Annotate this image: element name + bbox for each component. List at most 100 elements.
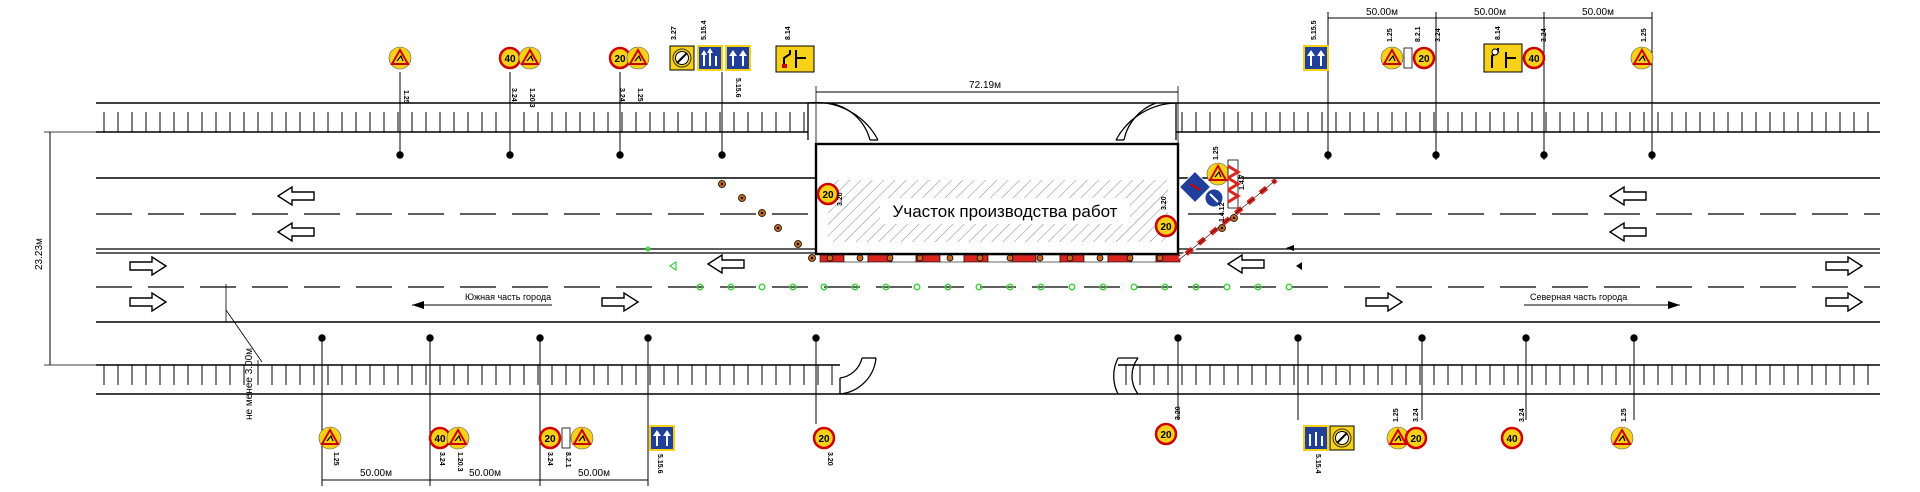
- temporary-marker: [758, 283, 766, 291]
- speed-limit-sign-40: 40: [498, 46, 522, 70]
- barrier-segment: [1083, 254, 1109, 263]
- temporary-marker: [882, 283, 890, 291]
- barrier-lamp: [1096, 254, 1104, 262]
- sign-code: 5.15.4: [1314, 454, 1321, 474]
- pass-obstacle-sign-icon: [1178, 170, 1212, 204]
- speed-value: 40: [1528, 54, 1540, 65]
- lane-arrow-left: [1609, 222, 1647, 242]
- speed-limit-sign-20: 20: [538, 426, 562, 450]
- temporary-marker: [1223, 283, 1231, 291]
- road-works-sign-icon: [1206, 162, 1230, 186]
- sign-code: 3.24: [510, 88, 517, 102]
- work-length-label: 72.19м: [969, 80, 1001, 91]
- speed-value: 20: [1410, 434, 1422, 445]
- lane-arrow-right: [129, 292, 167, 312]
- lane-direction-sign-icon: [1303, 425, 1329, 451]
- speed-value: 20: [1418, 54, 1430, 65]
- speed-limit-sign-40: 40: [428, 426, 452, 450]
- speed-limit-sign-40: 40: [1500, 426, 1524, 450]
- bottom-left-dim-3: 50.00м: [578, 468, 610, 479]
- sign-code: 1.4.12: [1219, 202, 1226, 222]
- sign-pole: [1294, 334, 1302, 342]
- barrier-lamp: [886, 254, 894, 262]
- work-zone-label: Участок производства работ: [893, 202, 1118, 221]
- temporary-marker: [1099, 283, 1107, 291]
- speed-limit-sign-20: 20: [816, 182, 840, 206]
- dim-work-length: 72.19м: [815, 80, 1179, 144]
- sign-code: 1.25: [1393, 408, 1400, 422]
- speed-limit-sign-20: 20: [812, 426, 836, 450]
- sign-pole: [1540, 151, 1548, 159]
- sign-pole: [1648, 151, 1656, 159]
- direction-north: Северная часть города: [1524, 292, 1680, 309]
- road-works-sign-icon: [1380, 46, 1404, 70]
- bottom-left-dim-2: 50.00м: [469, 468, 501, 479]
- sign-code: 1.25: [1641, 28, 1648, 42]
- speed-value: 20: [822, 190, 834, 201]
- sign-code: 3.24: [1413, 408, 1420, 422]
- detour-scheme-sign-icon: [1483, 43, 1523, 73]
- cone: [774, 224, 782, 232]
- speed-limit-sign-20: 20: [1154, 214, 1178, 238]
- barrier-lamp: [1036, 254, 1044, 262]
- barrier-diagonal: [1178, 178, 1278, 261]
- bottom-left-dim-1: 50.00м: [360, 468, 392, 479]
- temporary-marker: [1037, 283, 1045, 291]
- sign-code: 3.20: [1161, 196, 1168, 210]
- barrier-lamp: [946, 254, 954, 262]
- barrier-segment: [891, 254, 917, 263]
- speed-value: 20: [614, 54, 626, 65]
- sign-group-bottom-left: 1.25 40 3.24 1.20.3 20 3.24 8.2.1 5.15.6…: [318, 425, 836, 474]
- sign-code: 1.20.3: [528, 88, 535, 108]
- sidewalk-bottom-ticks: [103, 365, 1869, 385]
- temporary-marker: [1006, 283, 1014, 291]
- sign-code: 1.25: [636, 88, 643, 102]
- temporary-marker: [975, 283, 983, 291]
- road-works-sign-icon: [1630, 46, 1654, 70]
- green-triangle-marker: [668, 260, 677, 272]
- road-width-label: 23.23м: [34, 238, 45, 270]
- min-distance-label: не менее 3.00м: [244, 348, 255, 420]
- sign-pole: [812, 334, 820, 342]
- barrier-segment: [843, 254, 869, 263]
- barrier-lamp: [856, 254, 864, 262]
- speed-value: 20: [1160, 222, 1172, 233]
- road-works-sign-icon: [570, 426, 594, 450]
- barrier-segment: [1131, 254, 1157, 263]
- lane-arrow-left: [707, 254, 745, 274]
- south-label: Южная часть города: [465, 292, 551, 302]
- temporary-marker: [913, 283, 921, 291]
- sign-code: 3.24: [546, 452, 553, 466]
- cone: [718, 180, 726, 188]
- black-triangle-marker: [1296, 262, 1302, 270]
- barrier-lamp: [1066, 254, 1074, 262]
- speed-limit-sign-20: 20: [608, 46, 632, 70]
- sign-code: 1.4.7: [1239, 174, 1246, 190]
- sign-pole: [644, 334, 652, 342]
- sign-code: 3.24: [1435, 28, 1442, 42]
- curb-bottom-right: [1113, 357, 1139, 395]
- green-point: [645, 246, 651, 252]
- barrier-lamp: [976, 254, 984, 262]
- speed-limit-sign-20: 20: [1404, 426, 1428, 450]
- work-zone: Участок производства работ: [814, 142, 1180, 256]
- speed-limit-sign-20: 20: [1412, 46, 1436, 70]
- temporary-marker: [1254, 283, 1262, 291]
- distance-plate-icon: [1403, 47, 1413, 69]
- sign-code: 3.20: [1175, 406, 1182, 420]
- curb-top-left: [807, 101, 879, 141]
- sign-pole: [1174, 334, 1182, 342]
- temporary-marker: [1161, 283, 1169, 291]
- lane-end-sign-icon: [1303, 45, 1329, 71]
- sign-pole: [616, 151, 624, 159]
- barrier-lamp: [1156, 254, 1164, 262]
- curb-bottom-left: [839, 357, 877, 395]
- temporary-marker: [944, 283, 952, 291]
- lane-end-sign-icon: [725, 45, 751, 71]
- lane-arrow-right: [601, 292, 639, 312]
- lane-arrow-right: [1825, 256, 1863, 276]
- cone: [758, 209, 766, 217]
- sign-code: 5.15.5: [1311, 20, 1318, 40]
- sign-code: 3.24: [438, 452, 445, 466]
